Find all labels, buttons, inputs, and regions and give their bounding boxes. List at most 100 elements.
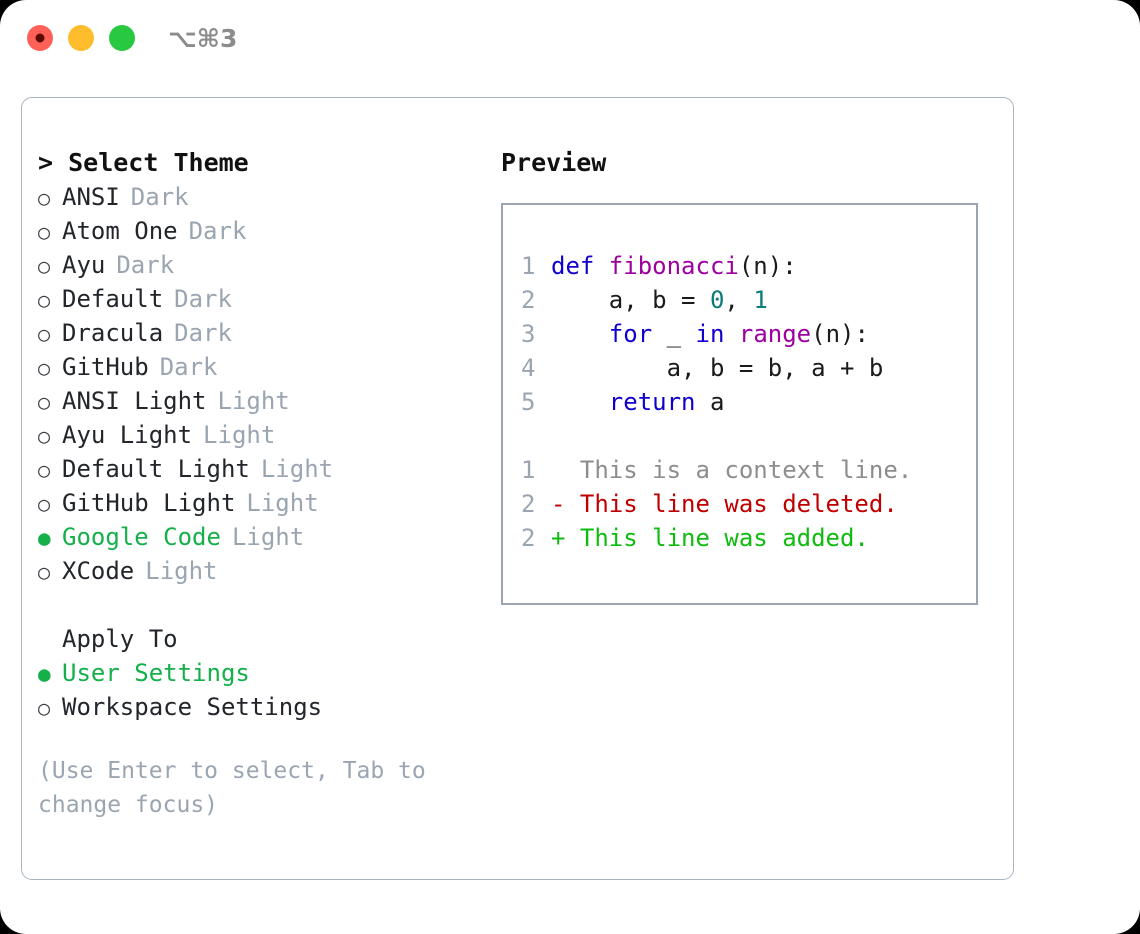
theme-variant-badge: Dark <box>174 285 232 313</box>
code-token-pl <box>551 388 609 416</box>
code-token-num: 1 <box>753 286 768 314</box>
select-theme-header: > Select Theme <box>38 148 249 177</box>
diff-line: 2 - This line was deleted. <box>521 487 966 521</box>
code-token-pl <box>724 320 738 348</box>
keyboard-hint-text: (Use Enter to select, Tab to change focu… <box>38 758 440 818</box>
preview-header: Preview <box>501 148 607 177</box>
line-number: 1 <box>521 252 536 280</box>
radio-selected-icon: ● <box>38 662 51 686</box>
radio-unselected-icon: ○ <box>38 186 51 210</box>
radio-unselected-icon: ○ <box>38 288 51 312</box>
diff-line-number: 2 <box>521 524 536 552</box>
theme-variant-badge: Light <box>260 455 334 483</box>
code-token-kw: in <box>695 320 725 348</box>
code-token-pl: _ <box>652 320 696 348</box>
code-line-content: return a <box>551 385 725 419</box>
code-line-content: a, b = 0, 1 <box>551 283 768 317</box>
radio-unselected-icon: ○ <box>38 220 51 244</box>
code-token-pl: (n): <box>738 252 797 280</box>
title-bar: ⌥⌘3 <box>0 0 1140 78</box>
radio-unselected-icon: ○ <box>38 560 51 584</box>
radio-unselected-icon: ○ <box>38 254 51 278</box>
code-token-pl: a, b = <box>551 286 710 314</box>
diff-line-number: 2 <box>521 490 536 518</box>
diff-line: 2+ This line was added. <box>521 521 966 555</box>
code-line-content: for _ in range(n): <box>551 317 869 351</box>
theme-variant-badge: Light <box>217 387 290 415</box>
code-token-pl: , <box>724 286 754 314</box>
radio-unselected-icon: ○ <box>38 492 51 516</box>
theme-name-label: Default Light <box>62 455 250 483</box>
theme-name-label: Default <box>62 285 164 313</box>
theme-variant-badge: Light <box>246 489 319 517</box>
theme-name-label: ANSI Light <box>62 387 207 415</box>
code-token-num: 0 <box>709 286 725 314</box>
traffic-light-group <box>27 25 135 51</box>
line-number: 4 <box>521 354 536 382</box>
code-token-pl: (n): <box>811 320 869 348</box>
line-number: 5 <box>521 388 536 416</box>
code-line: 4 a, b = b, a + b <box>521 351 966 385</box>
theme-variant-badge: Light <box>203 421 276 449</box>
code-line-content: a, b = b, a + b <box>551 351 884 385</box>
diff-line-number: 1 <box>521 456 536 484</box>
close-button[interactable] <box>27 25 53 51</box>
diff-line-content-ctx: This is a context line. <box>551 456 913 484</box>
theme-name-label: GitHub <box>62 353 149 381</box>
minimize-button[interactable] <box>68 25 94 51</box>
theme-variant-badge: Dark <box>159 353 218 381</box>
theme-list-item[interactable]: ○ Atom One Dark <box>38 214 498 248</box>
line-number: 3 <box>521 320 536 348</box>
diff-block: 1 This is a context line. 2 - This line wa… <box>521 453 966 555</box>
radio-unselected-icon: ○ <box>38 696 51 720</box>
radio-unselected-icon: ○ <box>38 458 51 482</box>
apply-to-option-label: User Settings <box>62 659 250 687</box>
theme-name-label: XCode <box>62 557 135 585</box>
radio-unselected-icon: ○ <box>38 390 51 414</box>
apply-to-header-label: Apply To <box>62 625 178 653</box>
theme-list-item[interactable]: ○ ANSI Light Light <box>38 384 498 418</box>
theme-variant-badge: Dark <box>174 319 232 347</box>
apply-to-marker-placeholder: ○ <box>38 623 62 657</box>
theme-variant-badge: Dark <box>188 217 247 245</box>
theme-variant-badge: Dark <box>116 251 175 279</box>
theme-variant-badge: Dark <box>130 183 189 211</box>
theme-list-item[interactable]: ○ Default Light Light <box>38 452 498 486</box>
code-token-pl <box>551 320 609 348</box>
theme-name-label: Google Code <box>62 523 221 551</box>
theme-list-item[interactable]: ○ Ayu Dark <box>38 248 498 282</box>
radio-unselected-icon: ○ <box>38 322 51 346</box>
apply-to-list[interactable]: ● User Settings ○Workspace Settings <box>38 656 498 724</box>
maximize-button[interactable] <box>109 25 135 51</box>
radio-selected-icon: ● <box>38 526 51 550</box>
radio-unselected-icon: ○ <box>38 424 51 448</box>
theme-list-item[interactable]: ● Google Code Light <box>38 520 498 554</box>
diff-line-content-del: - This line was deleted. <box>551 490 898 518</box>
code-token-fn: fibonacci <box>608 252 739 280</box>
apply-to-list-item[interactable]: ○Workspace Settings <box>38 690 498 724</box>
keyboard-shortcut-label: ⌥⌘3 <box>168 24 238 53</box>
code-token-pl: a <box>695 388 725 416</box>
code-token-kw: return <box>608 388 696 416</box>
recording-dot-icon <box>35 33 45 43</box>
theme-name-label: Ayu <box>62 251 106 279</box>
theme-name-label: Atom One <box>62 217 178 245</box>
apply-to-list-item[interactable]: ● User Settings <box>38 656 498 690</box>
theme-variant-badge: Light <box>231 523 305 551</box>
code-line: 3 for _ in range(n): <box>521 317 966 351</box>
theme-list-item[interactable]: ○ Default Dark <box>38 282 498 316</box>
